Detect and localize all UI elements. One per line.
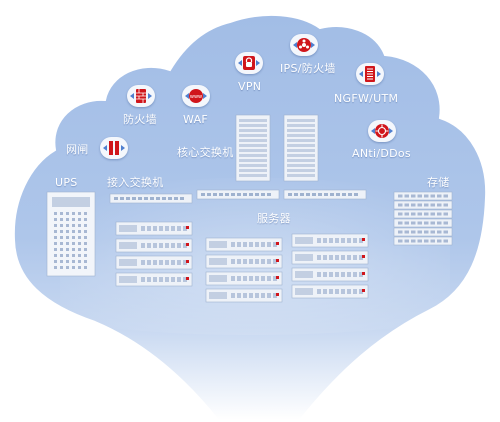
storage-unit-4 (393, 218, 453, 228)
label-gateway: 网闸 (66, 143, 89, 156)
gateway-icon (100, 137, 128, 159)
anti-ddos-icon (368, 120, 396, 142)
storage-unit-1 (393, 191, 453, 201)
vpn-lock-icon (235, 52, 263, 74)
label-waf: WAF (183, 113, 209, 126)
ips-biohazard-icon (290, 34, 318, 56)
ngfw-icon (356, 63, 384, 85)
label-storage: 存储 (427, 176, 450, 189)
storage-unit-6 (393, 236, 453, 246)
label-ups: UPS (55, 176, 78, 189)
waf-badge-text: www (190, 94, 202, 100)
storage-unit-5 (393, 227, 453, 237)
label-ngfw-utm: NGFW/UTM (334, 92, 399, 105)
label-access-switch: 接入交换机 (107, 176, 164, 189)
storage-unit-2 (393, 200, 453, 210)
label-firewall: 防火墙 (123, 113, 157, 126)
storage-unit-3 (393, 209, 453, 219)
firewall-icon (127, 85, 155, 107)
label-core-switch: 核心交换机 (177, 146, 234, 159)
label-vpn: VPN (238, 80, 262, 93)
waf-icon: www (182, 85, 210, 107)
label-ips-firewall: IPS/防火墙 (280, 62, 336, 75)
label-anti-ddos: ANti/DDos (352, 147, 411, 160)
label-servers: 服务器 (257, 212, 291, 225)
